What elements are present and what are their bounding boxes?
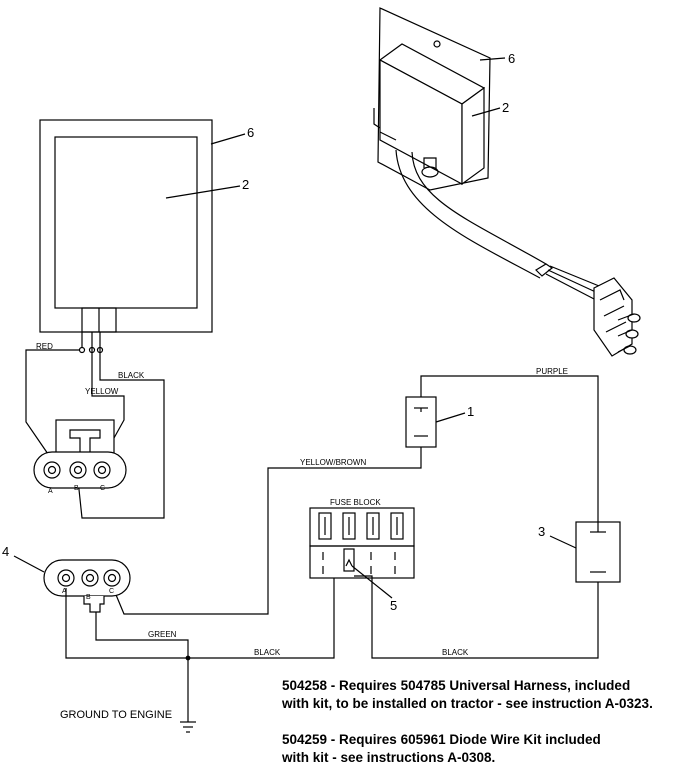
note-504258-line1: 504258 - Requires 504785 Universal Harne…	[282, 678, 631, 693]
wire-red	[25, 332, 83, 455]
wire-label-green: GREEN	[148, 630, 177, 639]
wire-ground-a	[65, 588, 188, 659]
wire-label-yellow: YELLOW	[85, 387, 119, 396]
note-504259: 504259 - Requires 605961 Diode Wire Kit …	[282, 731, 601, 767]
pin-c-top: C	[100, 485, 105, 492]
wire-yellow	[91, 332, 125, 457]
pin-b-top: B	[74, 485, 79, 492]
callout-5: 5	[390, 598, 397, 613]
wire-yellow-brown	[113, 447, 422, 615]
pin-a-top: A	[48, 488, 53, 495]
callout-4: 4	[2, 544, 9, 559]
callout-6-left: 6	[247, 125, 254, 140]
callout-3: 3	[538, 524, 545, 539]
wire-label-black-3: BLACK	[442, 648, 469, 657]
note-504259-line2: with kit - see instructions A-0308.	[282, 750, 496, 765]
wire-purple	[420, 375, 599, 522]
module-body	[54, 136, 198, 309]
callout-2-left: 2	[242, 177, 249, 192]
wire-label-black-1: BLACK	[118, 371, 145, 380]
wire-black-2	[188, 578, 335, 659]
pin-b-bot: B	[86, 594, 91, 601]
callout-6-top: 6	[508, 51, 515, 66]
lower-connector: A B C	[43, 559, 131, 613]
module-plate	[39, 119, 213, 333]
wire-label-purple: PURPLE	[536, 367, 568, 376]
wire-label-yellow-brown: YELLOW/BROWN	[300, 458, 366, 467]
wire-label-red: RED	[36, 342, 53, 351]
fuse-block-label: FUSE BLOCK	[330, 498, 381, 507]
upper-connector: A B C	[33, 419, 127, 495]
component-1	[405, 396, 437, 448]
wire-black-3	[354, 575, 599, 659]
ground-symbol	[180, 721, 196, 733]
ground-label: GROUND TO ENGINE	[60, 709, 172, 721]
note-504258: 504258 - Requires 504785 Universal Harne…	[282, 677, 653, 713]
wire-label-black-2: BLACK	[254, 648, 281, 657]
pin-a-bot: A	[62, 588, 67, 595]
module-isometric	[373, 7, 641, 357]
callout-2-top: 2	[502, 100, 509, 115]
pin-c-bot: C	[109, 588, 114, 595]
wire-black-module	[77, 332, 165, 519]
callout-1: 1	[467, 404, 474, 419]
note-504259-line1: 504259 - Requires 605961 Diode Wire Kit …	[282, 732, 601, 747]
note-504258-line2: with kit, to be installed on tractor - s…	[282, 696, 653, 711]
wire-green	[95, 612, 189, 722]
fuse-block	[309, 507, 415, 579]
